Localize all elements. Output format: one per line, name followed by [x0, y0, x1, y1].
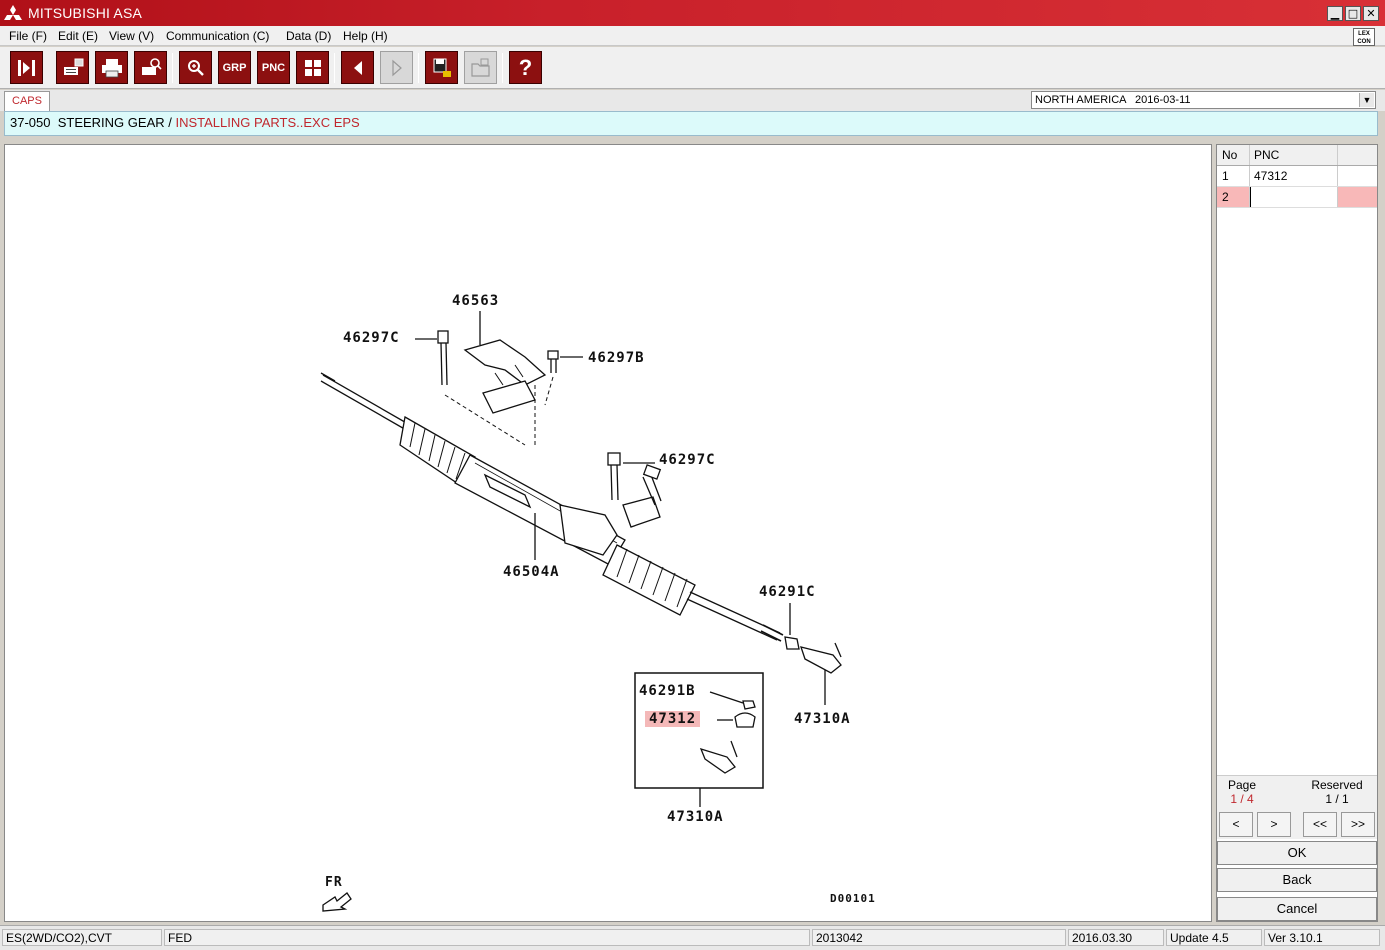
open-folder-icon [470, 58, 490, 77]
minimize-button[interactable]: ▁ [1327, 6, 1343, 21]
status-spec: FED [164, 929, 810, 946]
print-preview-icon [63, 58, 83, 75]
page-prev-button[interactable]: < [1219, 812, 1253, 837]
status-bar: ES(2WD/CO2),CVT FED 2013042 2016.03.30 U… [0, 925, 1385, 950]
close-button[interactable]: ✕ [1363, 6, 1379, 21]
mitsubishi-logo-icon [4, 5, 22, 20]
region-value: NORTH AMERICA 2016-03-11 [1035, 94, 1191, 106]
toolbar-separator [334, 53, 335, 83]
tab-caps[interactable]: CAPS [4, 91, 50, 111]
page-label: Page [1227, 778, 1257, 792]
page-next-button[interactable]: > [1257, 812, 1291, 837]
triangle-left-icon [353, 60, 362, 75]
ok-button[interactable]: OK [1217, 841, 1377, 865]
status-model: ES(2WD/CO2),CVT [2, 929, 162, 946]
menu-view[interactable]: View (V) [109, 29, 155, 43]
next-button[interactable] [380, 51, 413, 84]
toolbar-separator [502, 53, 503, 83]
help-button[interactable]: ? [509, 51, 542, 84]
callout-46297c-mid[interactable]: 46297C [659, 452, 716, 468]
callout-47310a-right[interactable]: 47310A [794, 711, 851, 727]
print-button[interactable] [95, 51, 128, 84]
row-no: 2 [1217, 187, 1250, 207]
status-version: Ver 3.10.1 [1264, 929, 1380, 946]
menu-file[interactable]: File (F) [9, 29, 47, 43]
parts-diagram[interactable]: 46563 46297C 46297B 46297C 46504A 46291C… [4, 144, 1212, 922]
breadcrumb-group[interactable]: STEERING GEAR [57, 115, 165, 130]
callout-46291c[interactable]: 46291C [759, 584, 816, 600]
diagram-reference-code: D00101 [830, 892, 876, 905]
maximize-button[interactable]: □ [1345, 6, 1361, 21]
steering-gear-illustration [320, 311, 842, 912]
open-button[interactable] [464, 51, 497, 84]
menu-communication[interactable]: Communication (C) [166, 29, 270, 43]
reserved-value: 1 / 1 [1325, 792, 1349, 806]
breadcrumb: 37-050 STEERING GEAR / INSTALLING PARTS.… [4, 111, 1378, 136]
triangle-right-icon [391, 59, 402, 76]
previous-button[interactable] [341, 51, 374, 84]
toolbar-separator [418, 53, 419, 83]
callout-47310a-box[interactable]: 47310A [667, 809, 724, 825]
callout-46297b[interactable]: 46297B [588, 350, 645, 366]
print-search-button[interactable] [134, 51, 167, 84]
magnifier-icon [187, 59, 204, 76]
exit-button[interactable] [10, 51, 43, 84]
zoom-button[interactable] [179, 51, 212, 84]
column-header-pnc: PNC [1250, 145, 1338, 165]
print-search-icon [141, 57, 162, 75]
reserved-first-button[interactable]: << [1303, 812, 1337, 837]
column-header-no: No [1217, 145, 1250, 165]
callout-47312-highlighted[interactable]: 47312 [645, 711, 701, 727]
lexcon-logo: LEX CON [1353, 28, 1375, 46]
menu-data[interactable]: Data (D) [286, 29, 332, 43]
toolbar-separator [172, 53, 173, 83]
callout-46291b[interactable]: 46291B [639, 683, 696, 699]
pnc-button[interactable]: PNC [257, 51, 290, 84]
exit-door-icon [17, 59, 35, 76]
menu-bar: File (F) Edit (E) View (V) Communication… [0, 26, 1385, 46]
grp-button[interactable]: GRP [218, 51, 251, 84]
menu-help[interactable]: Help (H) [343, 29, 388, 43]
callout-46297c-top[interactable]: 46297C [343, 330, 400, 346]
toolbar: GRP PNC ? [0, 47, 1385, 89]
print-preview-button[interactable] [56, 51, 89, 84]
row-pnc[interactable]: 47312 [1250, 166, 1338, 186]
chevron-down-icon[interactable]: ▼ [1359, 93, 1374, 107]
cancel-button[interactable]: Cancel [1217, 897, 1377, 921]
row-no: 1 [1217, 166, 1250, 186]
window-title: MITSUBISHI ASA [28, 5, 143, 21]
front-direction-label: FR [325, 875, 343, 890]
menu-edit[interactable]: Edit (E) [58, 29, 99, 43]
pnc-table: No PNC 1 47312 2 [1217, 145, 1377, 208]
reserved-last-button[interactable]: >> [1341, 812, 1375, 837]
grid-icon [304, 59, 321, 76]
lexcon-bottom: CON [1357, 39, 1371, 45]
status-catalog: 2013042 [812, 929, 1066, 946]
lexcon-top: LEX [1358, 31, 1370, 37]
status-update: Update 4.5 [1166, 929, 1262, 946]
back-button[interactable]: Back [1217, 868, 1377, 892]
save-disk-icon [433, 58, 451, 77]
breadcrumb-subgroup: INSTALLING PARTS..EXC EPS [175, 115, 360, 130]
breadcrumb-code: 37-050 [10, 115, 51, 130]
pnc-list-panel: No PNC 1 47312 2 Page 1 / 4 Reserved 1 /… [1216, 144, 1378, 922]
table-header: No PNC [1217, 145, 1377, 166]
printer-icon [101, 58, 122, 77]
page-value: 1 / 4 [1230, 792, 1254, 806]
breadcrumb-separator: / [164, 115, 176, 130]
status-date: 2016.03.30 [1068, 929, 1164, 946]
row-pnc-input[interactable] [1250, 187, 1338, 207]
table-row[interactable]: 1 47312 [1217, 166, 1377, 187]
callout-46563[interactable]: 46563 [452, 293, 500, 309]
title-bar: MITSUBISHI ASA ▁ □ ✕ [0, 0, 1385, 26]
callout-46504a[interactable]: 46504A [503, 564, 560, 580]
pager: Page 1 / 4 Reserved 1 / 1 < > << >> [1217, 775, 1377, 839]
save-button[interactable] [425, 51, 458, 84]
region-select[interactable]: NORTH AMERICA 2016-03-11 ▼ [1031, 91, 1376, 109]
grid-view-button[interactable] [296, 51, 329, 84]
reserved-label: Reserved [1311, 778, 1363, 792]
table-row-selected[interactable]: 2 [1217, 187, 1377, 208]
